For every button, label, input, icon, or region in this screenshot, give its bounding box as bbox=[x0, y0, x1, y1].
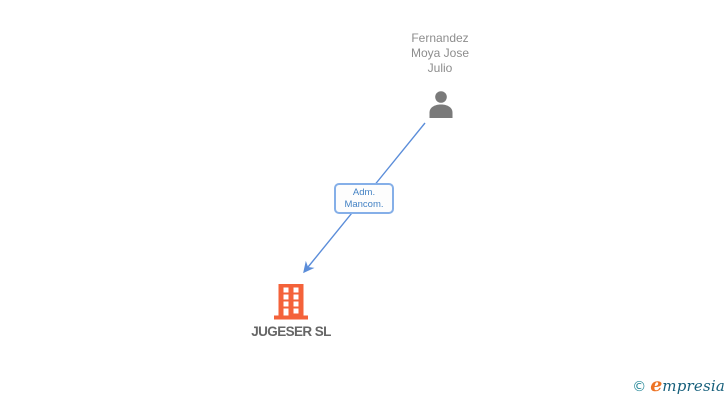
brand-initial: e bbox=[650, 374, 663, 396]
person-name-line: Fernandez bbox=[411, 31, 469, 45]
copyright-icon: © bbox=[632, 379, 647, 395]
person-name: Fernandez Moya Jose Julio bbox=[370, 31, 510, 76]
relationship-label-line: Mancom. bbox=[344, 198, 384, 210]
relationship-label-box[interactable]: Adm. Mancom. bbox=[334, 183, 394, 214]
person-silhouette bbox=[429, 91, 453, 118]
person-name-line: Julio bbox=[427, 61, 453, 75]
empresia-logo: © e mpresia bbox=[632, 374, 725, 396]
brand-name: mpresia bbox=[662, 377, 725, 395]
company-name[interactable]: JUGESER SL bbox=[251, 324, 331, 339]
building-shape bbox=[274, 284, 308, 320]
relationship-label-line: Adm. bbox=[352, 186, 376, 198]
building-windows bbox=[283, 287, 299, 316]
person-name-line: Moya Jose bbox=[410, 46, 470, 60]
building-icon[interactable] bbox=[274, 284, 308, 320]
person-icon[interactable] bbox=[427, 90, 455, 118]
